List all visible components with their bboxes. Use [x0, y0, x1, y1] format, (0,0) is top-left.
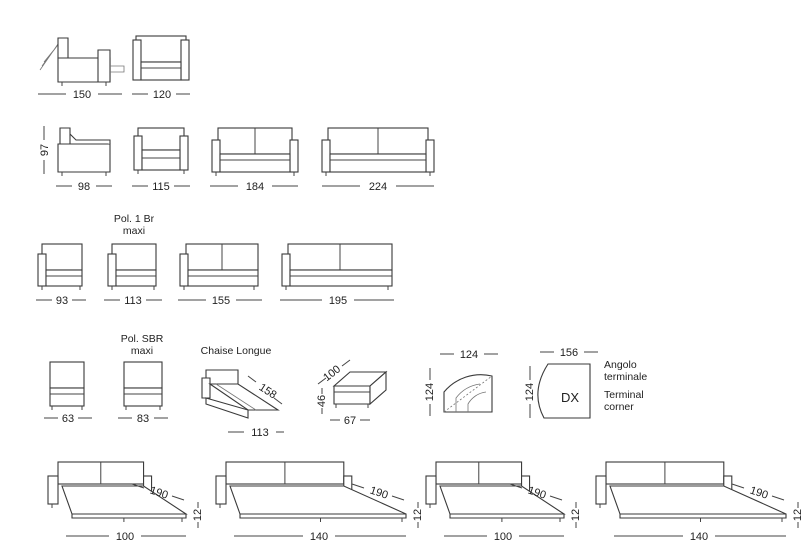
- bed-length: 190: [368, 485, 389, 502]
- width-63: 63: [62, 413, 74, 425]
- ottoman-height: 46: [316, 395, 328, 407]
- sofa-bed-3: 190 12 100: [425, 461, 582, 543]
- ottoman-dimensions: 100 46 67: [316, 359, 370, 427]
- armchair-115: [133, 127, 189, 174]
- bed-height: 12: [412, 509, 424, 521]
- corner-dimensions: 124 124: [424, 349, 498, 416]
- pol-1br-line1: Pol. 1 Br: [114, 213, 155, 225]
- row4-width-dimensions: 63 83: [44, 413, 168, 425]
- armchair-top: [132, 35, 190, 81]
- chaise-longue-label: Chaise Longue: [201, 345, 272, 357]
- sofa-224: [321, 127, 435, 176]
- recliner-width: 150: [73, 89, 91, 101]
- terminal-en-line1: Terminal: [604, 389, 644, 401]
- bed-width: 140: [690, 531, 708, 543]
- bed-length: 190: [526, 485, 547, 502]
- chair-83: [123, 361, 163, 410]
- pol-sbr-line2: maxi: [131, 345, 153, 357]
- bed-width: 100: [494, 531, 512, 543]
- width-83: 83: [137, 413, 149, 425]
- bed-height: 12: [570, 509, 582, 521]
- width-98: 98: [78, 181, 90, 193]
- armchair-width: 120: [153, 89, 171, 101]
- terminal-badge: DX: [561, 390, 579, 405]
- chaise-longue: [201, 369, 280, 419]
- height-value: 97: [39, 144, 51, 156]
- terminal-en-line2: corner: [604, 401, 634, 413]
- ottoman-width: 67: [344, 415, 356, 427]
- sofa-195: [281, 243, 393, 290]
- chaise-width: 113: [251, 427, 269, 439]
- pol-sbr-line1: Pol. SBR: [121, 333, 164, 345]
- terminal-it-line2: terminale: [604, 371, 647, 383]
- terminal-corner: DX: [537, 363, 591, 419]
- sofa-184: [211, 127, 299, 176]
- bed-height: 12: [792, 509, 804, 521]
- chair-63: [49, 361, 85, 410]
- terminal-depth: 124: [524, 383, 536, 401]
- terminal-labels: Angolo terminale Terminal corner: [604, 359, 647, 413]
- height-dimension: 97: [39, 126, 51, 174]
- armchair-width-dimension: 120: [132, 89, 190, 101]
- terminal-width: 156: [560, 347, 578, 359]
- bed-width: 140: [310, 531, 328, 543]
- armchair-113: [107, 243, 157, 290]
- pol-sbr-label: Pol. SBR maxi: [121, 333, 164, 357]
- corner-unit: [443, 374, 493, 413]
- bed-height: 12: [192, 509, 204, 521]
- sofa-bed-1: 190 12 100: [47, 461, 204, 543]
- row2-width-dimensions: 98 115 184 224: [56, 181, 434, 193]
- width-224: 224: [369, 181, 387, 193]
- sofa-155: [179, 243, 259, 290]
- ottoman: [332, 370, 388, 408]
- recliner-width-dimension: 150: [38, 89, 122, 101]
- corner-width: 124: [460, 349, 478, 361]
- sofa-bed-2: 190 12 140: [215, 461, 424, 543]
- bed-length: 190: [148, 485, 169, 502]
- terminal-it-line1: Angolo: [604, 359, 637, 371]
- armchair-93: [37, 243, 83, 290]
- pol-1br-label: Pol. 1 Br maxi: [114, 213, 155, 237]
- bed-width: 100: [116, 531, 134, 543]
- width-93: 93: [56, 295, 68, 307]
- side-view-sofa: [57, 127, 111, 176]
- pol-1br-line2: maxi: [123, 225, 145, 237]
- sofa-bed-4: 190 12 140: [595, 461, 804, 543]
- width-113: 113: [124, 295, 142, 307]
- row3-width-dimensions: 93 113 155 195: [36, 295, 394, 307]
- width-195: 195: [329, 295, 347, 307]
- width-115: 115: [152, 181, 170, 193]
- width-155: 155: [212, 295, 230, 307]
- width-184: 184: [246, 181, 264, 193]
- sofa-beds: 190 12 100 190 12 140 190 12 100 190 12 140: [47, 461, 804, 543]
- terminal-dimensions: 156 124: [524, 347, 598, 418]
- chaise-width-dimension: 113: [228, 427, 284, 439]
- corner-depth: 124: [424, 383, 436, 401]
- recliner-sofa: [39, 37, 125, 86]
- bed-length: 190: [748, 485, 769, 502]
